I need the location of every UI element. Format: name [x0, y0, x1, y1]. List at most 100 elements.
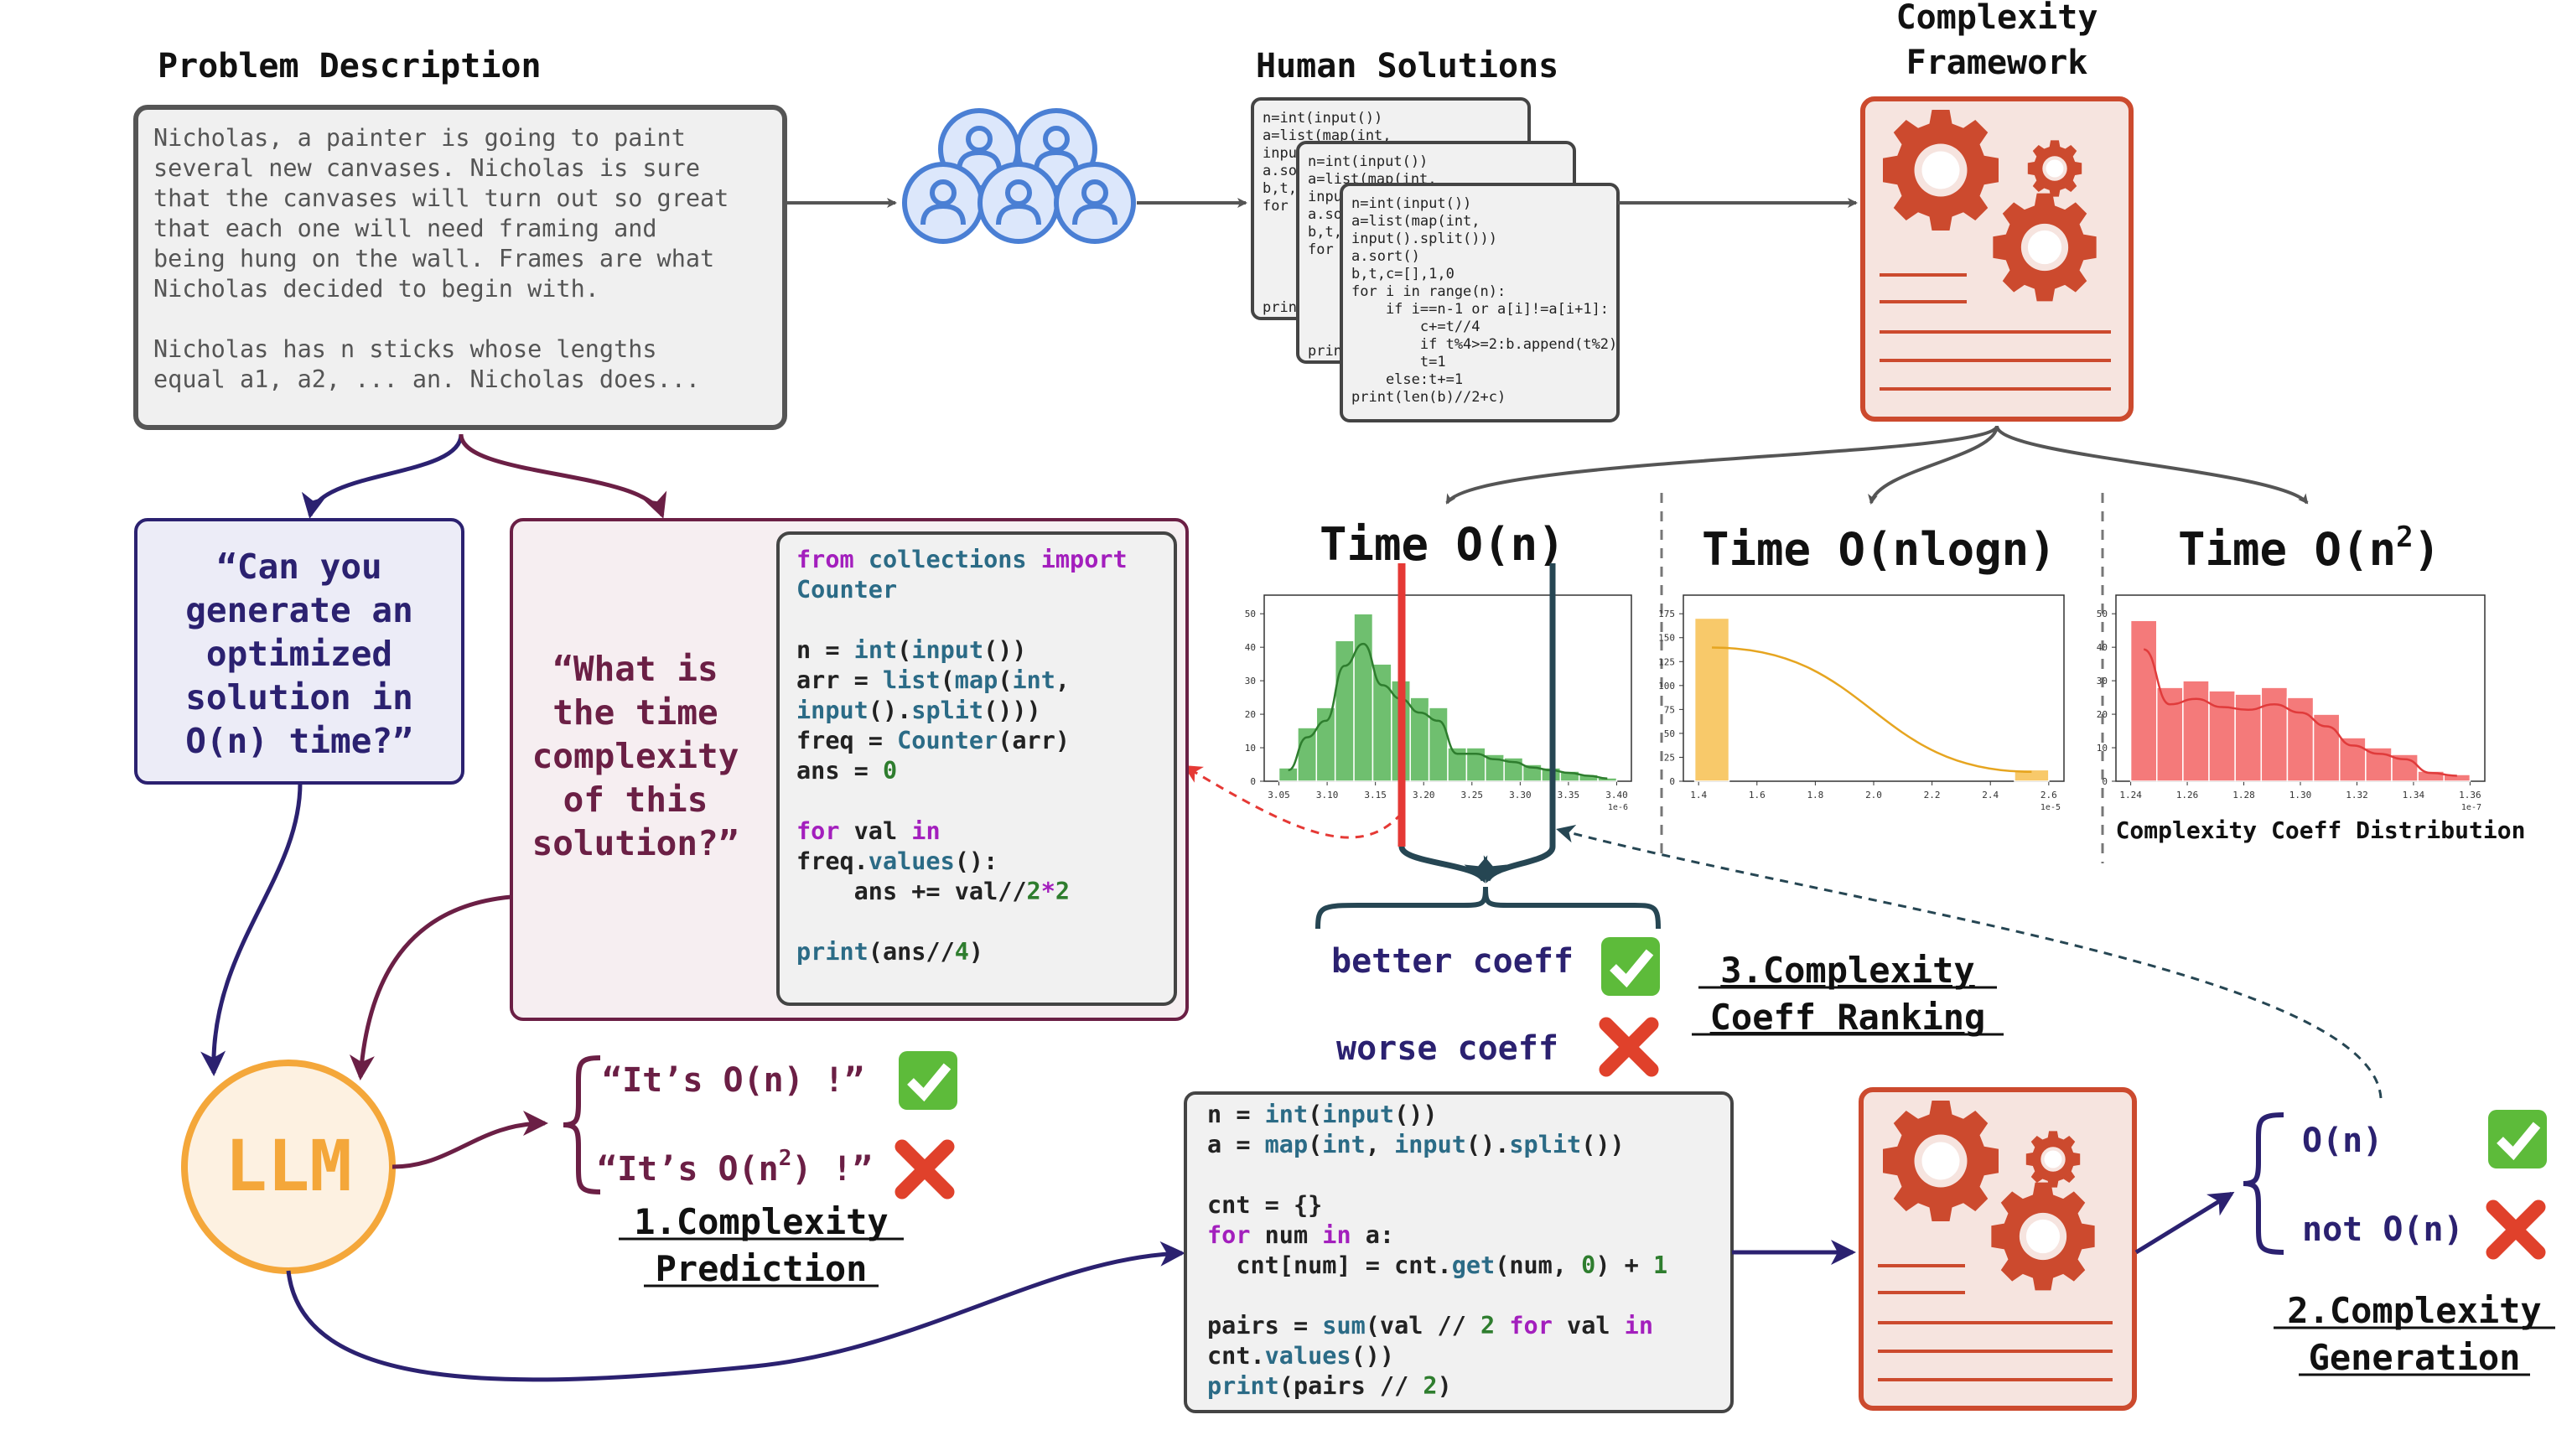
generated-code: n = int(input())a = map(int, input().spl… — [1207, 1100, 1667, 1402]
prompt-line: of this — [563, 780, 708, 820]
code-token: in — [911, 817, 941, 845]
code-token: val — [839, 817, 912, 845]
kde-line — [2143, 648, 2457, 777]
x-tick-label: 3.20 — [1413, 790, 1435, 801]
problem-line: that each one will need framing and — [153, 215, 657, 242]
x-tick-label: 1.36 — [2459, 790, 2481, 801]
gears-document-icon — [1860, 96, 2134, 422]
merge-arrow-right — [1483, 845, 1556, 883]
code-line: a=list(map(int, — [1263, 127, 1392, 144]
code-token: print — [796, 938, 869, 966]
code-line: inpu — [1263, 145, 1297, 162]
solution-card-3: n=int(input()) a=list(map(int, input().s… — [1340, 183, 1620, 422]
code-line: b,t,c=[],1,0 — [1351, 266, 1455, 282]
code-token: get — [1451, 1251, 1496, 1279]
code-token: input — [1322, 1101, 1395, 1128]
problem-title: Problem Description — [158, 47, 542, 85]
histogram-bar — [2129, 619, 2158, 782]
code-token: values — [1264, 1342, 1351, 1370]
chart-xlabel: Complexity Coeff Distribution — [2116, 816, 2526, 844]
code-line: a.so — [1263, 163, 1297, 179]
code-token: (). — [868, 697, 912, 724]
prompt-line: optimized — [206, 634, 392, 674]
y-tick-label: 50 — [1664, 728, 1675, 739]
y-tick-label: 20 — [2097, 709, 2108, 720]
time-label-onlogn: Time O(nlogn) — [1702, 523, 2056, 576]
histogram-bar — [1597, 777, 1618, 782]
offset-label: 1e-5 — [2040, 803, 2061, 812]
code-token: from — [796, 546, 854, 573]
x-tick-label: 3.05 — [1268, 790, 1290, 801]
code-token: cnt[num] = cnt. — [1236, 1251, 1452, 1279]
code-token: input — [796, 697, 869, 724]
code-token: ( — [998, 666, 1013, 694]
offset-label: 1e-7 — [2461, 803, 2481, 812]
chart-frame — [1683, 594, 2065, 782]
arrow-llm-to-prediction — [392, 1111, 548, 1169]
histogram-bar — [2234, 693, 2263, 782]
check-icon — [2488, 1110, 2547, 1168]
code-token: int — [853, 636, 898, 664]
prediction-brace — [563, 1055, 601, 1194]
generation-prompt-box: “Can you generate an optimized solution … — [134, 518, 464, 785]
y-tick-label: 30 — [2097, 676, 2108, 687]
prompt-line: generate an — [185, 590, 413, 630]
code-token: 2 — [1423, 1372, 1438, 1400]
x-tick-label: 1.6 — [1749, 790, 1766, 801]
ranking-title-line1: 3.Complexity — [1720, 950, 1974, 991]
code-token: a: — [1351, 1221, 1395, 1249]
x-tick-label: 1.28 — [2232, 790, 2255, 801]
code-token: 4 — [954, 938, 969, 966]
arrow-problem-to-pred-prompt — [459, 433, 667, 519]
code-token: val — [1552, 1312, 1625, 1339]
generation-brace — [2243, 1112, 2284, 1255]
code-token: (ans// — [868, 938, 955, 966]
code-token: (pairs // — [1278, 1372, 1423, 1400]
code-token: pairs = — [1207, 1312, 1323, 1339]
code-token: (). — [1465, 1131, 1510, 1158]
histogram-bar — [1297, 727, 1318, 782]
code-token: freq — [796, 727, 854, 754]
code-token: = — [811, 636, 854, 664]
code-token: ( — [940, 666, 955, 694]
code-token: 0 — [1581, 1251, 1596, 1279]
generation-title-line2: Generation — [2309, 1337, 2521, 1378]
x-tick-label: 3.10 — [1316, 790, 1339, 801]
kde-line — [1712, 646, 2032, 774]
code-line: n=int(input()) — [1263, 110, 1382, 127]
code-token: 2 — [1055, 878, 1071, 905]
framework-title-line1: Complexity — [1896, 0, 2098, 37]
prompt-line: solution?” — [532, 823, 739, 863]
code-token: n — [796, 636, 812, 664]
arrow-problem-to-gen-prompt — [301, 433, 464, 519]
y-tick-label: 50 — [1245, 609, 1256, 619]
code-token: for — [1207, 1221, 1251, 1249]
worse-coeff-label: worse coeff — [1336, 1029, 1558, 1068]
llm-label: LLM — [225, 1125, 352, 1207]
code-token: 0 — [882, 757, 898, 785]
y-tick-label: 0 — [2102, 776, 2108, 787]
code-line: n=int(input()) — [1351, 195, 1471, 212]
code-line: for — [1308, 241, 1334, 258]
histogram-bar — [2182, 680, 2210, 782]
prediction-prompt-box: “What is the time complexity of this sol… — [510, 518, 1189, 1021]
histogram-bar — [1693, 617, 1730, 782]
code-line: else:t+=1 — [1351, 371, 1463, 388]
x-tick-label: 2.0 — [1865, 790, 1882, 801]
problem-line: several new canvases. Nicholas is sure — [153, 154, 700, 182]
code-line: t=1 — [1351, 354, 1446, 370]
problem-line: that the canvases will turn out so great — [153, 184, 729, 212]
x-tick-label: 1.8 — [1807, 790, 1823, 801]
code-token: Counter — [897, 727, 998, 754]
code-token: (val // — [1365, 1312, 1481, 1339]
code-line: for i in range(n): — [1351, 283, 1506, 300]
histogram-bar — [2443, 774, 2471, 782]
generation-title-line1: 2.Complexity — [2287, 1290, 2541, 1331]
ranking-brace — [1315, 886, 1661, 930]
code-token: ()) — [983, 636, 1027, 664]
y-tick-label: 50 — [2097, 609, 2108, 619]
code-token: int — [1322, 1131, 1366, 1158]
